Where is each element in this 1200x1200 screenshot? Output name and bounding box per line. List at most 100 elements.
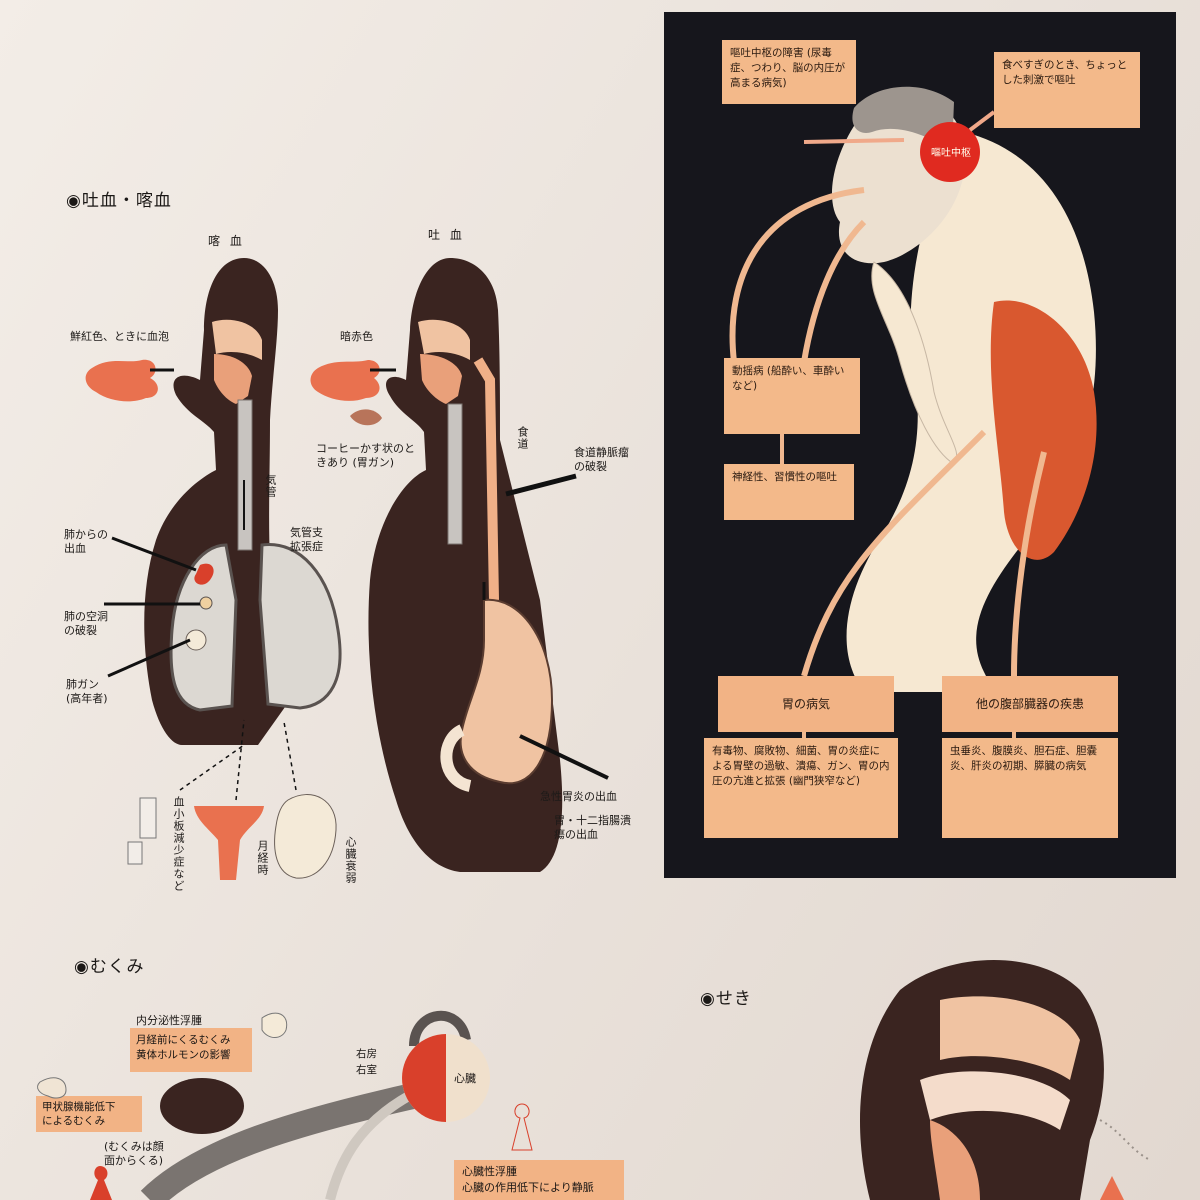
right-chambers-label: 右房 右室 bbox=[356, 1046, 377, 1078]
nervous-vomiting-box: 神経性、習慣性の嘔吐 bbox=[724, 464, 854, 520]
menses-label: 月経時 bbox=[256, 840, 269, 876]
hemoptysis-cancer-arrow bbox=[107, 638, 191, 678]
hemoptysis-left-lung bbox=[169, 543, 238, 712]
esophagus-tube bbox=[473, 357, 499, 601]
curve-stomach bbox=[801, 429, 987, 677]
heart-icon bbox=[274, 794, 337, 879]
coffee-line-1: コーヒーかす状のと bbox=[316, 442, 415, 455]
hemoptysis-right-lung bbox=[258, 543, 342, 710]
cough-airway bbox=[920, 1071, 1070, 1130]
hemoptysis-heading: 喀 血 bbox=[208, 234, 245, 248]
lung-bleed-line-2: 出血 bbox=[64, 542, 86, 555]
gastritis-arrow bbox=[519, 734, 609, 780]
cough-spray bbox=[1099, 1119, 1151, 1161]
esophagus-label: 食道 bbox=[516, 426, 529, 450]
uterus-icon bbox=[194, 806, 264, 880]
bronchiectasis-line-2: 拡張症 bbox=[290, 540, 323, 553]
lung-bleed-label: 肺からの 出血 bbox=[64, 528, 108, 556]
cancer-line-2: (高年者) bbox=[66, 692, 108, 705]
premenstrual-line-2: 黄体ホルモンの影響 bbox=[136, 1049, 231, 1061]
arrow-overeating bbox=[968, 110, 996, 132]
section-title-hematemesis: ◉吐血・喀血 bbox=[66, 191, 172, 211]
hemoptysis-color-label: 鮮紅色、ときに血泡 bbox=[70, 330, 169, 343]
varices-line-1: 食道静脈瘤 bbox=[574, 446, 629, 459]
hematemesis-heading: 吐 血 bbox=[428, 228, 465, 242]
vomiting-causes-panel: 嘔吐中枢の障害 (尿毒症、つわり、脳の内圧が高まる病気) 食べすぎのとき、ちょっ… bbox=[664, 12, 1176, 878]
face-line-2: 面からくる) bbox=[104, 1154, 164, 1167]
thyroid-line-2: によるむくみ bbox=[42, 1115, 106, 1127]
cough-red-arrow bbox=[1100, 1176, 1124, 1200]
heart-failure-label: 心臓衰弱 bbox=[344, 836, 357, 884]
varices-line-2: の破裂 bbox=[574, 460, 607, 473]
hematemesis-trachea bbox=[447, 403, 463, 545]
heart-label: 心臓 bbox=[454, 1072, 476, 1085]
figure-back-curve bbox=[846, 132, 1096, 692]
vessel-arc bbox=[140, 1077, 443, 1200]
lung-bleed-line-1: 肺からの bbox=[64, 528, 108, 541]
stomach-disease-title: 胃の病気 bbox=[718, 676, 894, 732]
face-line-1: (むくみは顔 bbox=[104, 1140, 164, 1153]
ulcer-line-2: 瘍の出血 bbox=[554, 828, 598, 841]
endocrine-edema-label: 内分泌性浮腫 bbox=[136, 1014, 202, 1027]
hemoptysis-tumor bbox=[185, 629, 207, 651]
hemoptysis-throat bbox=[214, 354, 252, 404]
cavity-line-2: の破裂 bbox=[64, 624, 97, 637]
vomiting-center-circle bbox=[920, 122, 980, 182]
cough-throat bbox=[930, 1120, 980, 1200]
platelet-icon bbox=[127, 797, 157, 865]
ovary-icon bbox=[261, 1012, 288, 1038]
duodenum bbox=[440, 724, 472, 792]
bronchiectasis-line-1: 気管支 bbox=[290, 526, 323, 539]
hemoptysis-lung-bleed-arrow bbox=[111, 536, 197, 572]
hemoptysis-blood-splash bbox=[85, 359, 158, 402]
premenstrual-line-1: 月経前にくるむくみ bbox=[136, 1034, 231, 1046]
lung-cavity-label: 肺の空洞 の破裂 bbox=[64, 610, 108, 638]
heart-dashed-arrow bbox=[283, 721, 297, 791]
small-person-icon bbox=[511, 1103, 533, 1151]
menses-dashed-arrow bbox=[235, 719, 245, 801]
vomiting-center-label: 嘔吐中枢 bbox=[931, 148, 971, 159]
motion-sickness-box: 動揺病 (船酔い、車酔いなど) bbox=[724, 358, 860, 434]
vessel-arc-inner bbox=[325, 1085, 423, 1200]
bronchiectasis-label: 気管支 拡張症 bbox=[290, 526, 323, 554]
hemoptysis-airway bbox=[212, 319, 262, 360]
cardiac-edema-sub: 心臓の作用低下により静脈 bbox=[462, 1181, 594, 1194]
hematemesis-airway bbox=[418, 319, 470, 360]
curve-nervous bbox=[801, 219, 867, 363]
abdominal-disease-title: 他の腹部臓器の疾患 bbox=[942, 676, 1118, 732]
varices-label: 食道静脈瘤 の破裂 bbox=[574, 446, 629, 474]
thyroid-line-1: 甲状腺機能低下 bbox=[42, 1101, 116, 1113]
lung-cancer-label: 肺ガン (高年者) bbox=[66, 678, 108, 706]
hemoptysis-trachea bbox=[237, 399, 253, 551]
premenstrual-box: 月経前にくるむくみ 黄体ホルモンの影響 bbox=[130, 1028, 252, 1072]
coffee-grounds-mark bbox=[350, 409, 382, 426]
coffee-grounds-label: コーヒーかす状のと きあり (胃ガン) bbox=[316, 442, 415, 470]
hematemesis-blood-splash bbox=[310, 360, 380, 401]
kidney-organ bbox=[160, 1078, 244, 1134]
section-title-edema: ◉むくみ bbox=[74, 957, 145, 977]
thyroid-gland-icon bbox=[37, 1077, 67, 1099]
right-atrium-label: 右房 bbox=[356, 1048, 377, 1060]
stomach bbox=[459, 598, 554, 785]
cavity-line-1: 肺の空洞 bbox=[64, 610, 108, 623]
coffee-line-2: きあり (胃ガン) bbox=[316, 456, 395, 469]
heart-right-half bbox=[402, 1034, 446, 1122]
ulcer-line-1: 胃・十二指腸潰 bbox=[554, 814, 631, 827]
cardiac-edema-box: 心臓性浮腫 心臓の作用低下により静脈 bbox=[454, 1160, 624, 1200]
curve-motion-sickness bbox=[729, 187, 865, 363]
platelet-dashed-arrow bbox=[179, 744, 245, 791]
varices-arrow bbox=[505, 473, 577, 497]
trachea-label: 気管 bbox=[264, 474, 277, 498]
vomiting-figure bbox=[729, 86, 1097, 740]
heart-vessel-loop bbox=[409, 1010, 471, 1047]
curve-abdominal bbox=[1011, 451, 1047, 677]
arrow-center-lesion bbox=[803, 138, 905, 144]
face-edema-label: (むくみは顔 面からくる) bbox=[104, 1140, 164, 1168]
gastritis-label: 急性胃炎の出血 bbox=[540, 790, 617, 803]
cardiac-edema-title: 心臓性浮腫 bbox=[462, 1165, 517, 1178]
platelet-label: 血小板減少症など bbox=[172, 796, 185, 892]
